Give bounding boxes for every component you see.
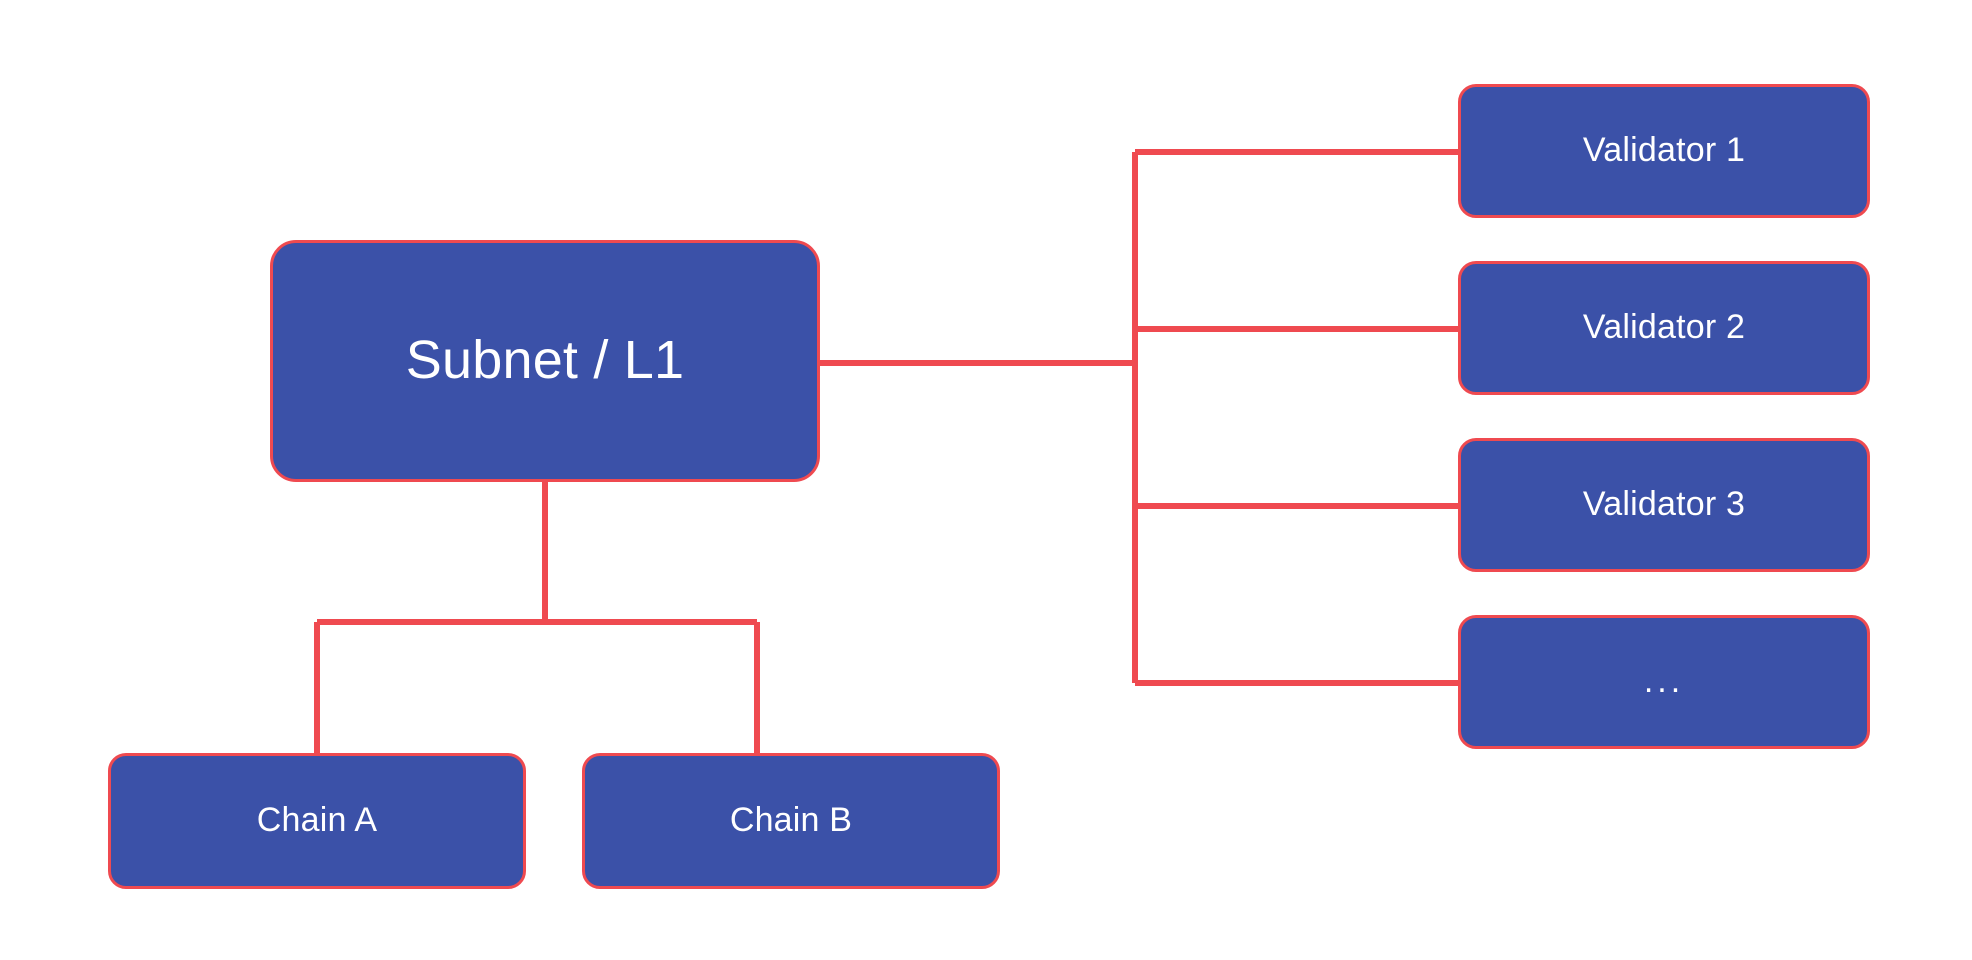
node-validator-2-label: Validator 2 (1582, 308, 1746, 347)
node-chain-b[interactable]: Chain B (582, 753, 1000, 889)
node-subnet-l1[interactable]: Subnet / L1 (270, 240, 820, 482)
node-chain-b-label: Chain B (729, 801, 853, 840)
node-validator-more[interactable]: ... (1458, 615, 1870, 749)
node-validator-2[interactable]: Validator 2 (1458, 261, 1870, 395)
node-validator-3[interactable]: Validator 3 (1458, 438, 1870, 572)
node-chain-a[interactable]: Chain A (108, 753, 526, 889)
node-subnet-l1-label: Subnet / L1 (405, 330, 685, 391)
node-validator-1[interactable]: Validator 1 (1458, 84, 1870, 218)
node-validator-more-label: ... (1643, 662, 1685, 701)
node-validator-3-label: Validator 3 (1582, 485, 1746, 524)
node-validator-1-label: Validator 1 (1582, 131, 1746, 170)
node-chain-a-label: Chain A (256, 801, 378, 840)
